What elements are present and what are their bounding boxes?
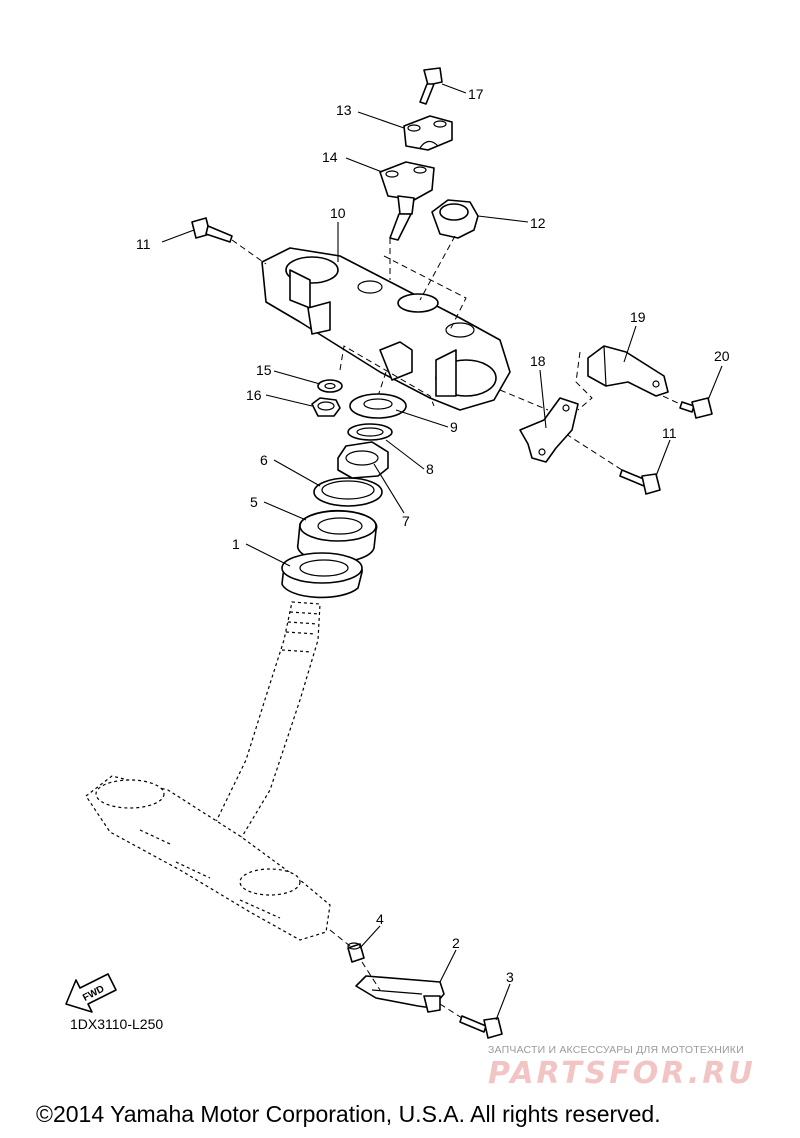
callout-number: 7	[402, 513, 410, 529]
callout-number: 8	[426, 461, 434, 477]
leader-lines	[161, 83, 723, 1021]
part-steering-stem-ghost	[85, 601, 331, 941]
part-lower-holder-14	[379, 161, 435, 241]
alignment-line	[329, 929, 351, 947]
alignment-line	[419, 235, 456, 301]
part-bolt-11-lower	[619, 469, 661, 495]
watermark-logo: PARTSFOR.RU	[488, 1056, 756, 1091]
callout-number: 11	[136, 236, 151, 252]
part-bearing-1	[281, 552, 363, 599]
callout-number: 3	[506, 969, 514, 985]
part-collar-4	[347, 942, 365, 963]
callout-number: 4	[376, 911, 384, 927]
callout-number: 12	[530, 215, 546, 231]
callout-number: 19	[630, 309, 646, 325]
diagram-code: 1DX3110-L250	[70, 1016, 164, 1032]
callout-number: 13	[336, 102, 352, 118]
part-bracket-18	[519, 397, 579, 463]
part-bolt-17	[419, 67, 443, 105]
alignment-line	[383, 255, 467, 331]
callout-number: 18	[530, 353, 546, 369]
alignment-line	[565, 433, 623, 471]
part-washer-15	[317, 379, 343, 393]
part-upper-bracket-10	[261, 247, 511, 411]
callout-number: 6	[260, 452, 268, 468]
callout-number: 14	[322, 149, 338, 165]
part-seal-6	[313, 477, 383, 507]
callout-number: 11	[662, 425, 677, 441]
callout-number: 20	[714, 348, 730, 364]
callout-number: 1	[232, 536, 240, 552]
part-upper-holder-13	[403, 115, 453, 151]
callout-number: 16	[246, 387, 262, 403]
part-ring-nut-7	[337, 441, 389, 479]
part-cable-holder-19	[587, 345, 669, 397]
part-washer-9	[349, 393, 407, 419]
callout-number: 5	[250, 494, 258, 510]
callout-number: 17	[468, 86, 484, 102]
callout-number: 2	[452, 935, 460, 951]
fwd-arrow-icon: FWD	[65, 973, 117, 1013]
alignment-line	[361, 961, 381, 991]
part-cable-guide-2	[355, 975, 445, 1013]
alignment-line	[575, 351, 593, 411]
callout-number: 15	[256, 362, 272, 378]
alignment-line	[231, 239, 267, 265]
callout-number: 10	[330, 205, 346, 221]
part-bolt-11-upper	[191, 217, 233, 243]
alignment-line	[339, 345, 435, 407]
part-bolt-20	[679, 397, 713, 419]
copyright-notice: ©2014 Yamaha Motor Corporation, U.S.A. A…	[36, 1101, 661, 1127]
part-nut-12	[431, 199, 479, 239]
part-nut-16	[311, 397, 341, 417]
callout-number: 9	[450, 419, 458, 435]
part-bolt-3	[459, 1015, 503, 1039]
watermark-tagline: ЗАПЧАСТИ И АКСЕССУАРЫ ДЛЯ МОТОТЕХНИКИ	[488, 1044, 744, 1056]
alignment-line	[439, 1003, 463, 1019]
alignment-line	[499, 389, 549, 411]
alignment-line	[377, 371, 387, 397]
part-washer-8	[347, 423, 393, 441]
